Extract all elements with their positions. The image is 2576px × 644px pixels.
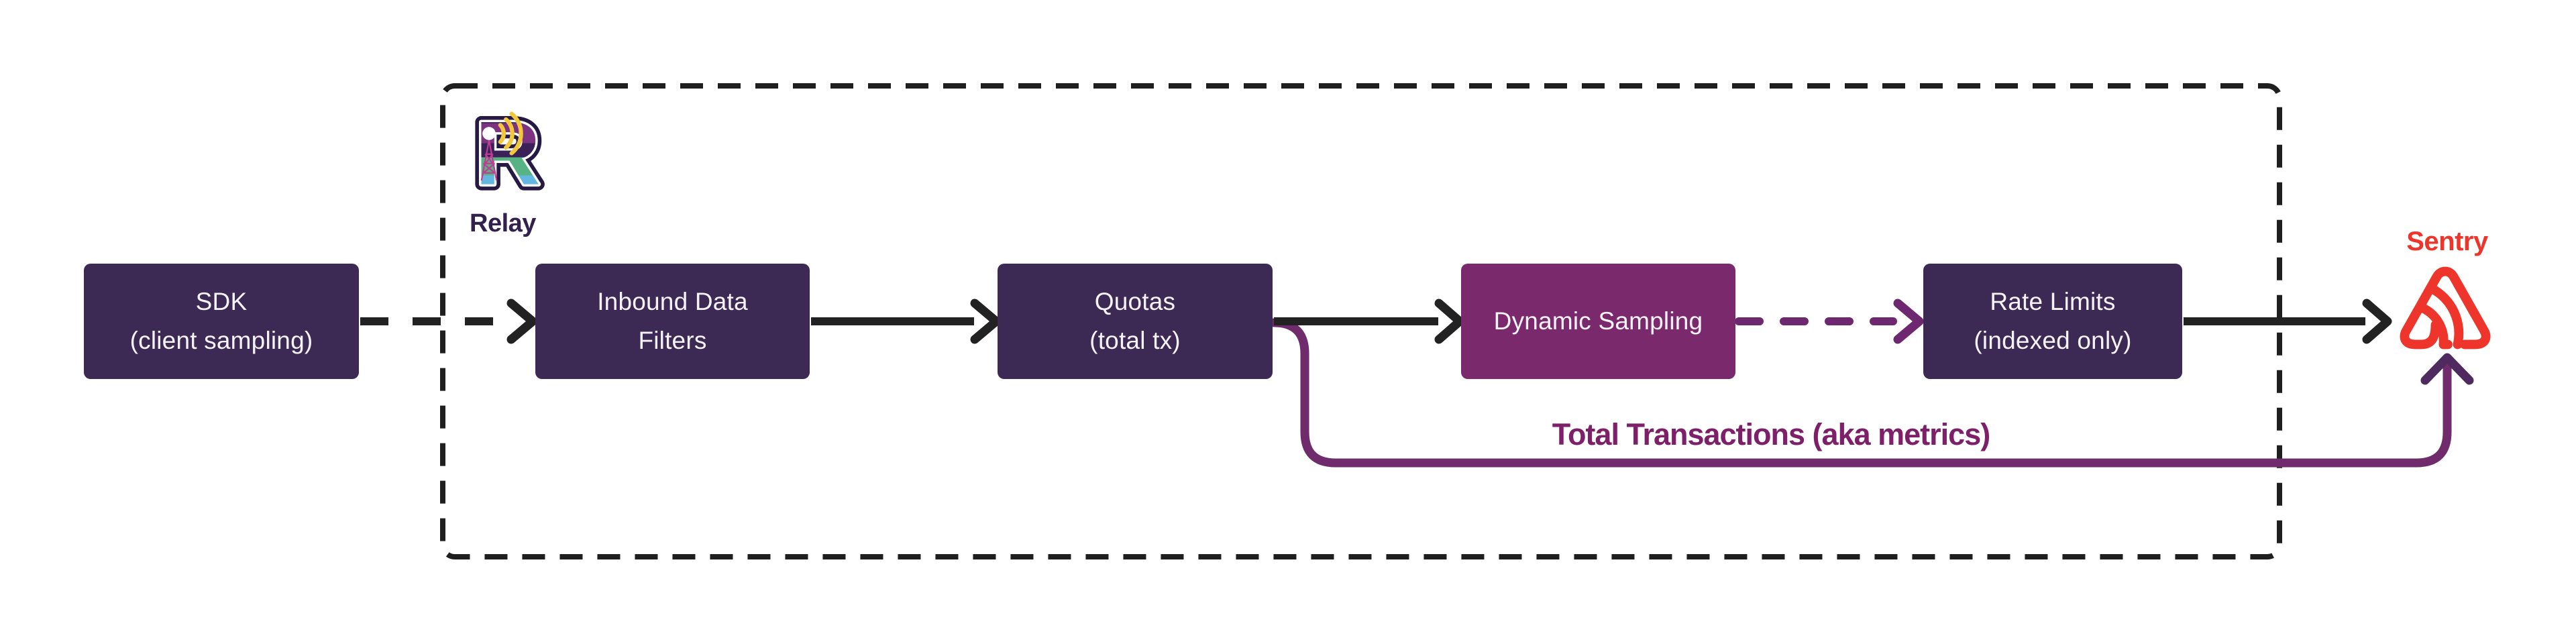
node-quotas-line2: (total tx): [1089, 327, 1181, 354]
node-dynamic-line1: Dynamic Sampling: [1493, 307, 1703, 335]
arrowhead-quotas-to-dynamic-icon: [1434, 299, 1464, 344]
arrowhead-dynamic-to-ratelimits-icon: [1893, 299, 1924, 344]
metrics-arrowhead-icon: [2420, 353, 2474, 385]
node-sdk: SDK (client sampling): [84, 264, 359, 379]
node-inbound-line1: Inbound Data: [597, 288, 748, 315]
metrics-flow-label: Total Transactions (aka metrics): [1552, 417, 1990, 451]
relay-label: Relay: [470, 209, 536, 237]
sentry-logo-icon: [2400, 266, 2491, 350]
sentry-label: Sentry: [2406, 227, 2488, 256]
edge-quotas-to-sentry-metrics: [1269, 318, 2452, 468]
sentry-triangle-outline: [2400, 266, 2491, 350]
arrowhead-inbound-to-quotas-icon: [970, 299, 1001, 344]
arrowhead-ratelimits-to-sentry-icon: [2362, 299, 2392, 344]
node-rate-limits: Rate Limits (indexed only): [1923, 264, 2182, 379]
relay-logo-icon: R R R: [469, 105, 546, 200]
node-sdk-line1: SDK: [195, 288, 248, 315]
sentry-wave-inner: [2418, 303, 2453, 350]
node-sdk-line2: (client sampling): [129, 327, 313, 354]
node-rate-line1: Rate Limits: [1990, 288, 2116, 315]
node-quotas: Quotas (total tx): [998, 264, 1273, 379]
node-inbound-data-filters: Inbound Data Filters: [535, 264, 810, 379]
arrowhead-sdk-to-inbound-icon: [506, 299, 537, 344]
sentry-wave-outer: [2427, 284, 2464, 350]
relay-waves-icon: [498, 111, 523, 156]
node-quotas-line1: Quotas: [1094, 288, 1176, 315]
node-rate-line2: (indexed only): [1974, 327, 2132, 354]
node-dynamic-sampling: Dynamic Sampling: [1461, 264, 1735, 379]
node-inbound-line2: Filters: [638, 327, 707, 354]
relay-container-border: [440, 83, 2282, 559]
relay-tower-icon: [480, 127, 498, 181]
